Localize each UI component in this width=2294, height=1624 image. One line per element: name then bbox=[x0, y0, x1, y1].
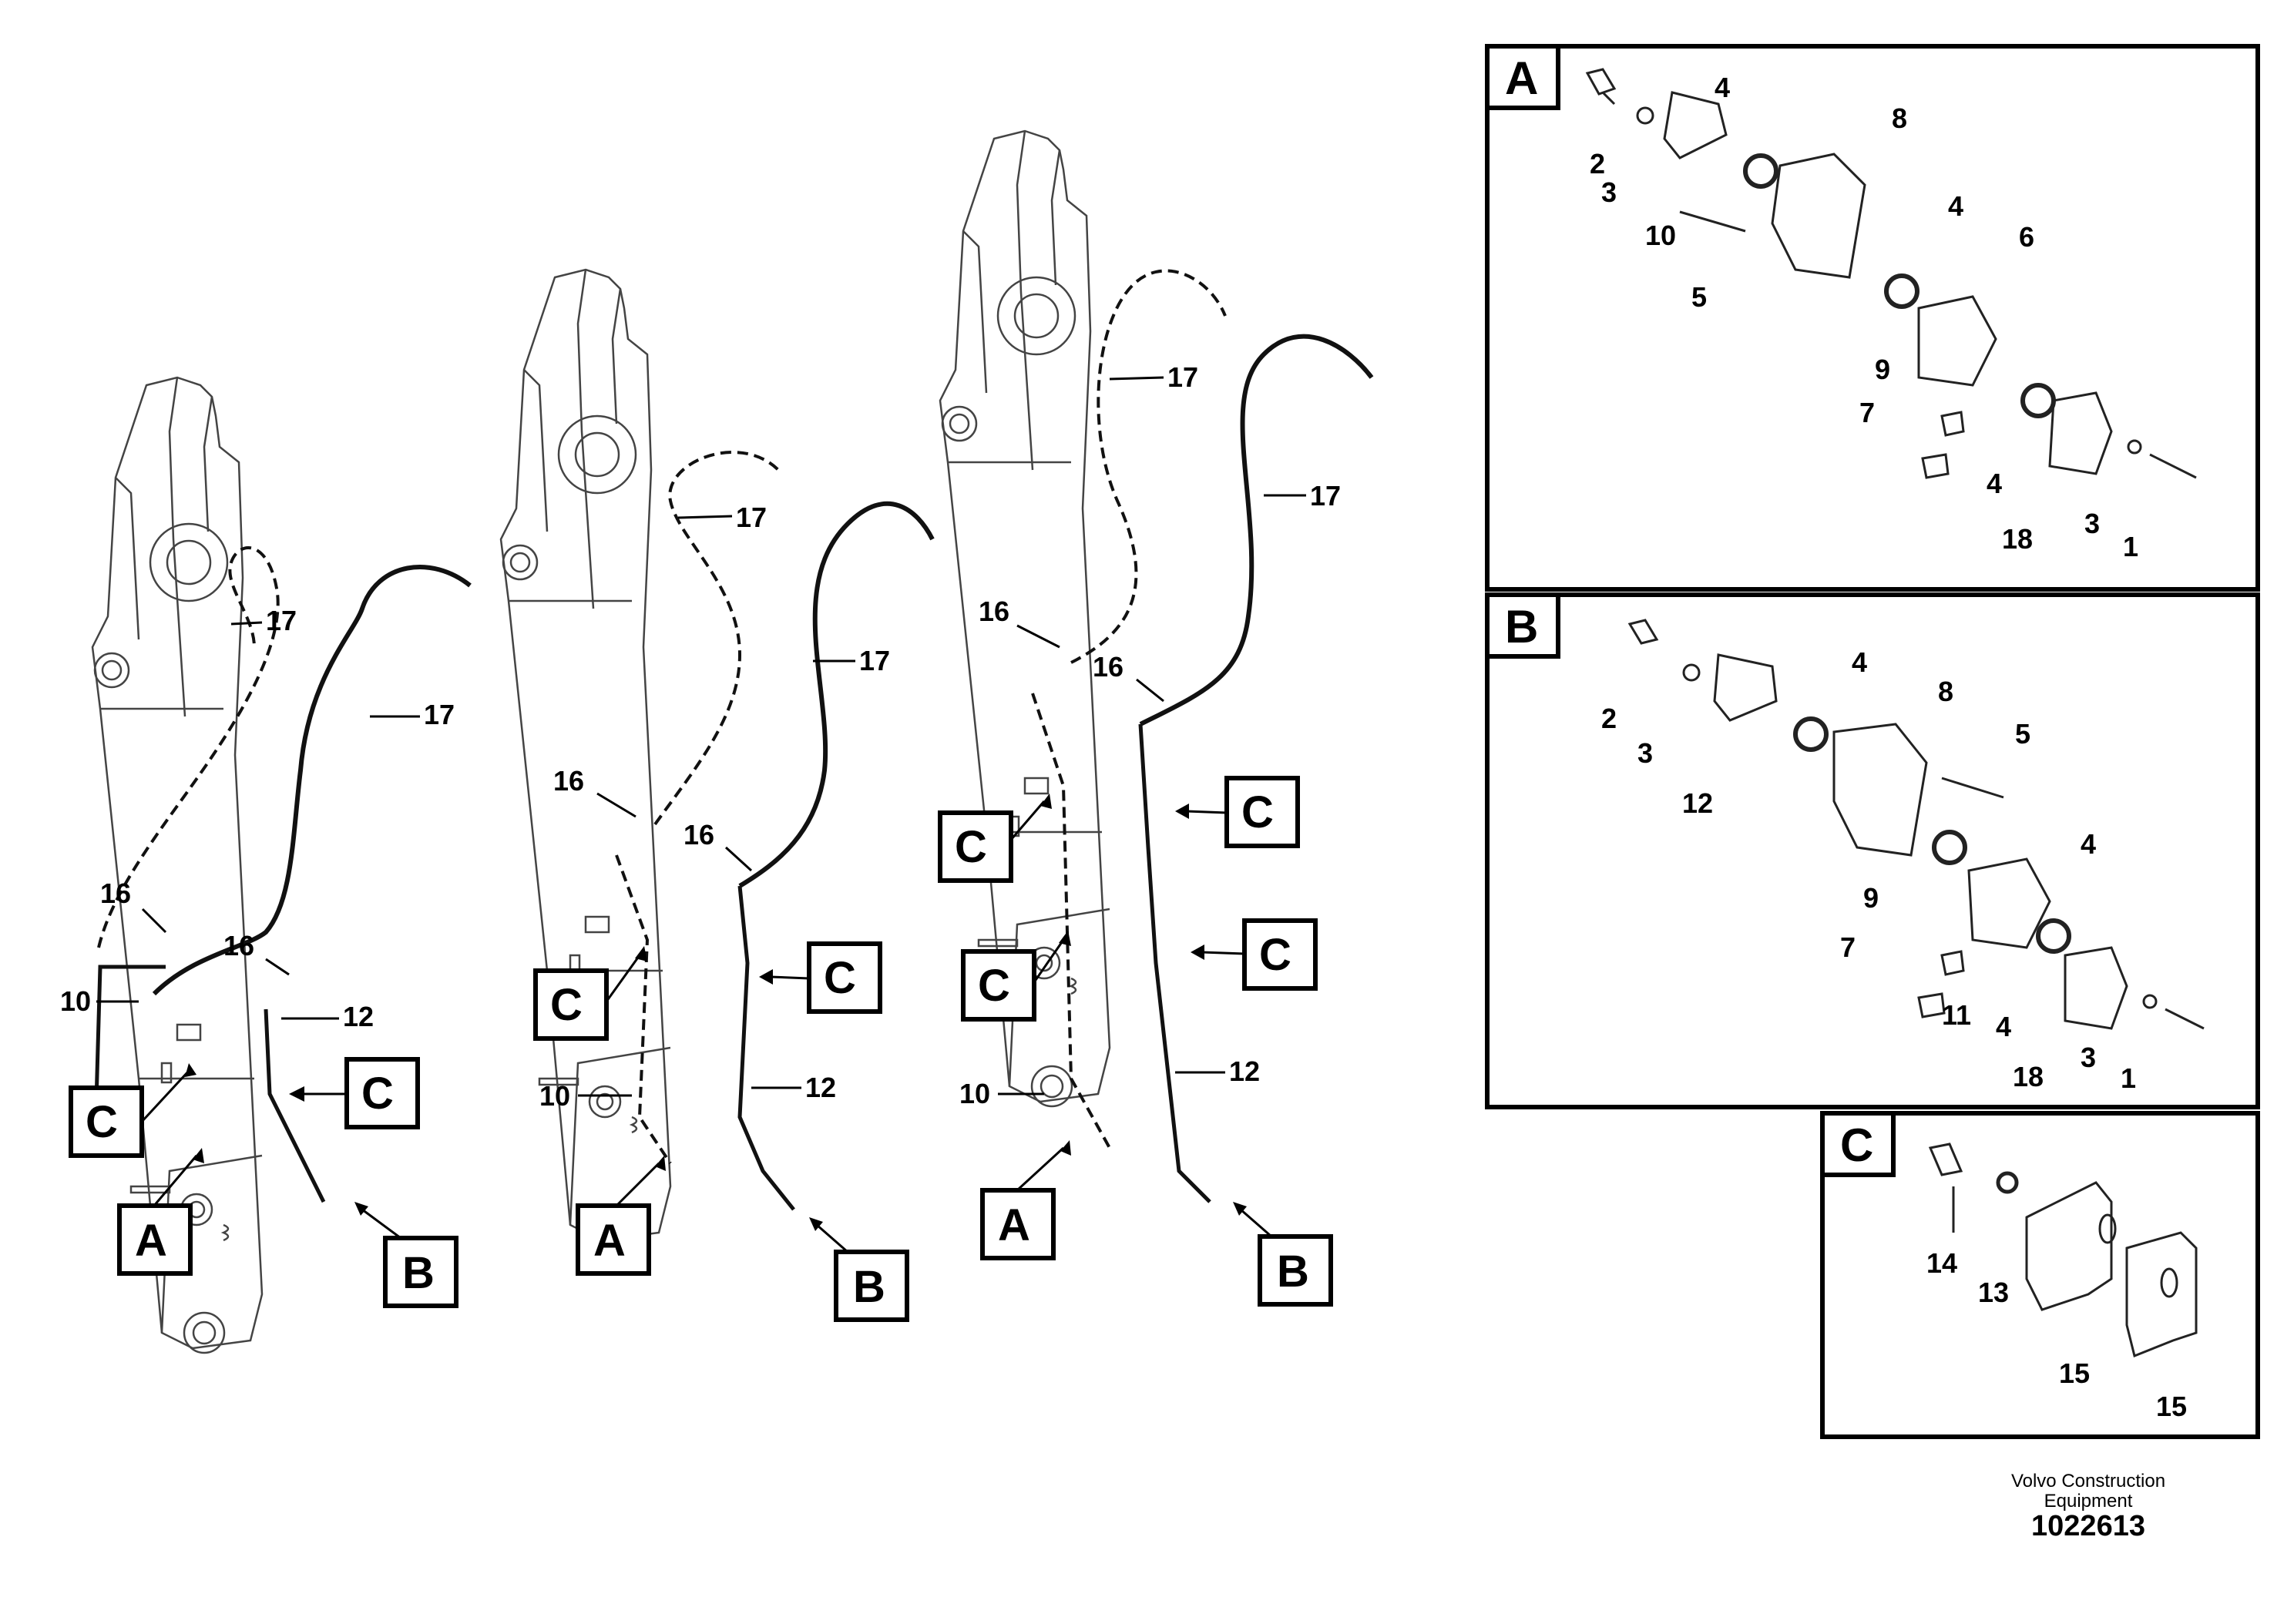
detail-letter-c: C bbox=[550, 980, 583, 1030]
label-17: 17 bbox=[424, 699, 455, 730]
label-2: 2 bbox=[1590, 148, 1605, 180]
panel-letter-b: B bbox=[1505, 601, 1538, 653]
label-3: 3 bbox=[1601, 176, 1617, 208]
label-6: 6 bbox=[2019, 221, 2034, 253]
label-10: 10 bbox=[959, 1078, 990, 1109]
detail-letter-c: C bbox=[1241, 787, 1274, 837]
drawing-number: 1022613 bbox=[2031, 1510, 2145, 1542]
label-5: 5 bbox=[2015, 718, 2030, 750]
company-name-line1: Volvo Construction bbox=[2010, 1471, 2166, 1491]
label-12: 12 bbox=[1229, 1055, 1260, 1087]
boom-detail-markers bbox=[69, 776, 1333, 1322]
boom-2 bbox=[499, 268, 672, 1247]
detail-b-panel: B 2 3 12 4 8 5 4 9 7 11 bbox=[1485, 592, 2260, 1109]
label-12: 12 bbox=[1682, 787, 1713, 819]
boom-callouts: 17 17 16 16 10 12 17 17 16 16 10 12 17 1… bbox=[60, 361, 1341, 1112]
label-17: 17 bbox=[1310, 480, 1341, 512]
label-9: 9 bbox=[1875, 354, 1890, 385]
label-3: 3 bbox=[2081, 1042, 2096, 1073]
label-7: 7 bbox=[1840, 931, 1856, 963]
label-10: 10 bbox=[539, 1080, 570, 1112]
label-11: 11 bbox=[1942, 999, 1971, 1031]
label-4: 4 bbox=[1852, 646, 1867, 678]
label-10: 10 bbox=[60, 985, 91, 1017]
label-8: 8 bbox=[1892, 102, 1907, 134]
detail-letter-c: C bbox=[955, 822, 987, 872]
label-17: 17 bbox=[1167, 361, 1198, 393]
detail-letter-b: B bbox=[1277, 1247, 1309, 1297]
detail-letter-a: A bbox=[593, 1216, 626, 1266]
label-16: 16 bbox=[100, 877, 131, 909]
label-1: 1 bbox=[2123, 531, 2138, 562]
label-15: 15 bbox=[2059, 1357, 2090, 1389]
detail-c-panel: C 14 13 15 15 bbox=[1820, 1111, 2260, 1439]
label-4: 4 bbox=[1996, 1011, 2011, 1042]
label-9: 9 bbox=[1863, 882, 1879, 914]
label-12: 12 bbox=[343, 1001, 374, 1032]
company-name-line2: Equipment bbox=[2044, 1491, 2133, 1512]
detail-letter-c: C bbox=[86, 1097, 118, 1147]
label-18: 18 bbox=[2002, 523, 2033, 555]
label-10: 10 bbox=[1645, 220, 1676, 251]
detail-letter-c: C bbox=[361, 1069, 394, 1119]
label-5: 5 bbox=[1691, 281, 1707, 313]
label-18: 18 bbox=[2013, 1061, 2044, 1092]
detail-letter-b: B bbox=[853, 1262, 885, 1312]
boom-3-hoses bbox=[1031, 269, 1374, 1203]
label-1: 1 bbox=[2121, 1062, 2136, 1094]
detail-letter-a: A bbox=[135, 1216, 167, 1266]
detail-letter-c: C bbox=[978, 961, 1010, 1011]
detail-a-panel: A 2 3 10 4 5 8 4 6 9 bbox=[1485, 44, 2260, 592]
label-4: 4 bbox=[1987, 468, 2002, 499]
label-15: 15 bbox=[2156, 1391, 2187, 1422]
label-4: 4 bbox=[2081, 828, 2096, 860]
label-8: 8 bbox=[1938, 676, 1953, 707]
detail-letter-c: C bbox=[1259, 930, 1291, 980]
detail-letter-a: A bbox=[998, 1200, 1030, 1250]
label-17: 17 bbox=[266, 605, 297, 636]
boom-detail-letters: C C A B C C A B C C C C A B bbox=[86, 787, 1309, 1312]
panel-letter-a: A bbox=[1505, 52, 1538, 104]
label-17: 17 bbox=[859, 645, 890, 676]
boom-2-hoses bbox=[615, 451, 935, 1211]
label-13: 13 bbox=[1978, 1277, 2009, 1308]
label-17: 17 bbox=[736, 502, 767, 533]
label-3: 3 bbox=[2084, 508, 2100, 539]
label-3: 3 bbox=[1637, 737, 1653, 769]
label-16: 16 bbox=[223, 930, 254, 961]
label-14: 14 bbox=[1926, 1247, 1957, 1279]
label-4: 4 bbox=[1948, 190, 1963, 222]
label-16: 16 bbox=[1093, 651, 1123, 683]
label-16: 16 bbox=[683, 819, 714, 851]
label-16: 16 bbox=[553, 765, 584, 797]
label-4: 4 bbox=[1715, 72, 1730, 103]
detail-letter-c: C bbox=[824, 953, 856, 1003]
panel-letter-c: C bbox=[1840, 1119, 1873, 1171]
label-2: 2 bbox=[1601, 703, 1617, 734]
company-name: Volvo Construction Equipment bbox=[1973, 1471, 2204, 1512]
label-7: 7 bbox=[1859, 397, 1875, 428]
detail-letter-b: B bbox=[402, 1248, 435, 1298]
label-12: 12 bbox=[805, 1072, 836, 1103]
label-16: 16 bbox=[979, 596, 1009, 627]
